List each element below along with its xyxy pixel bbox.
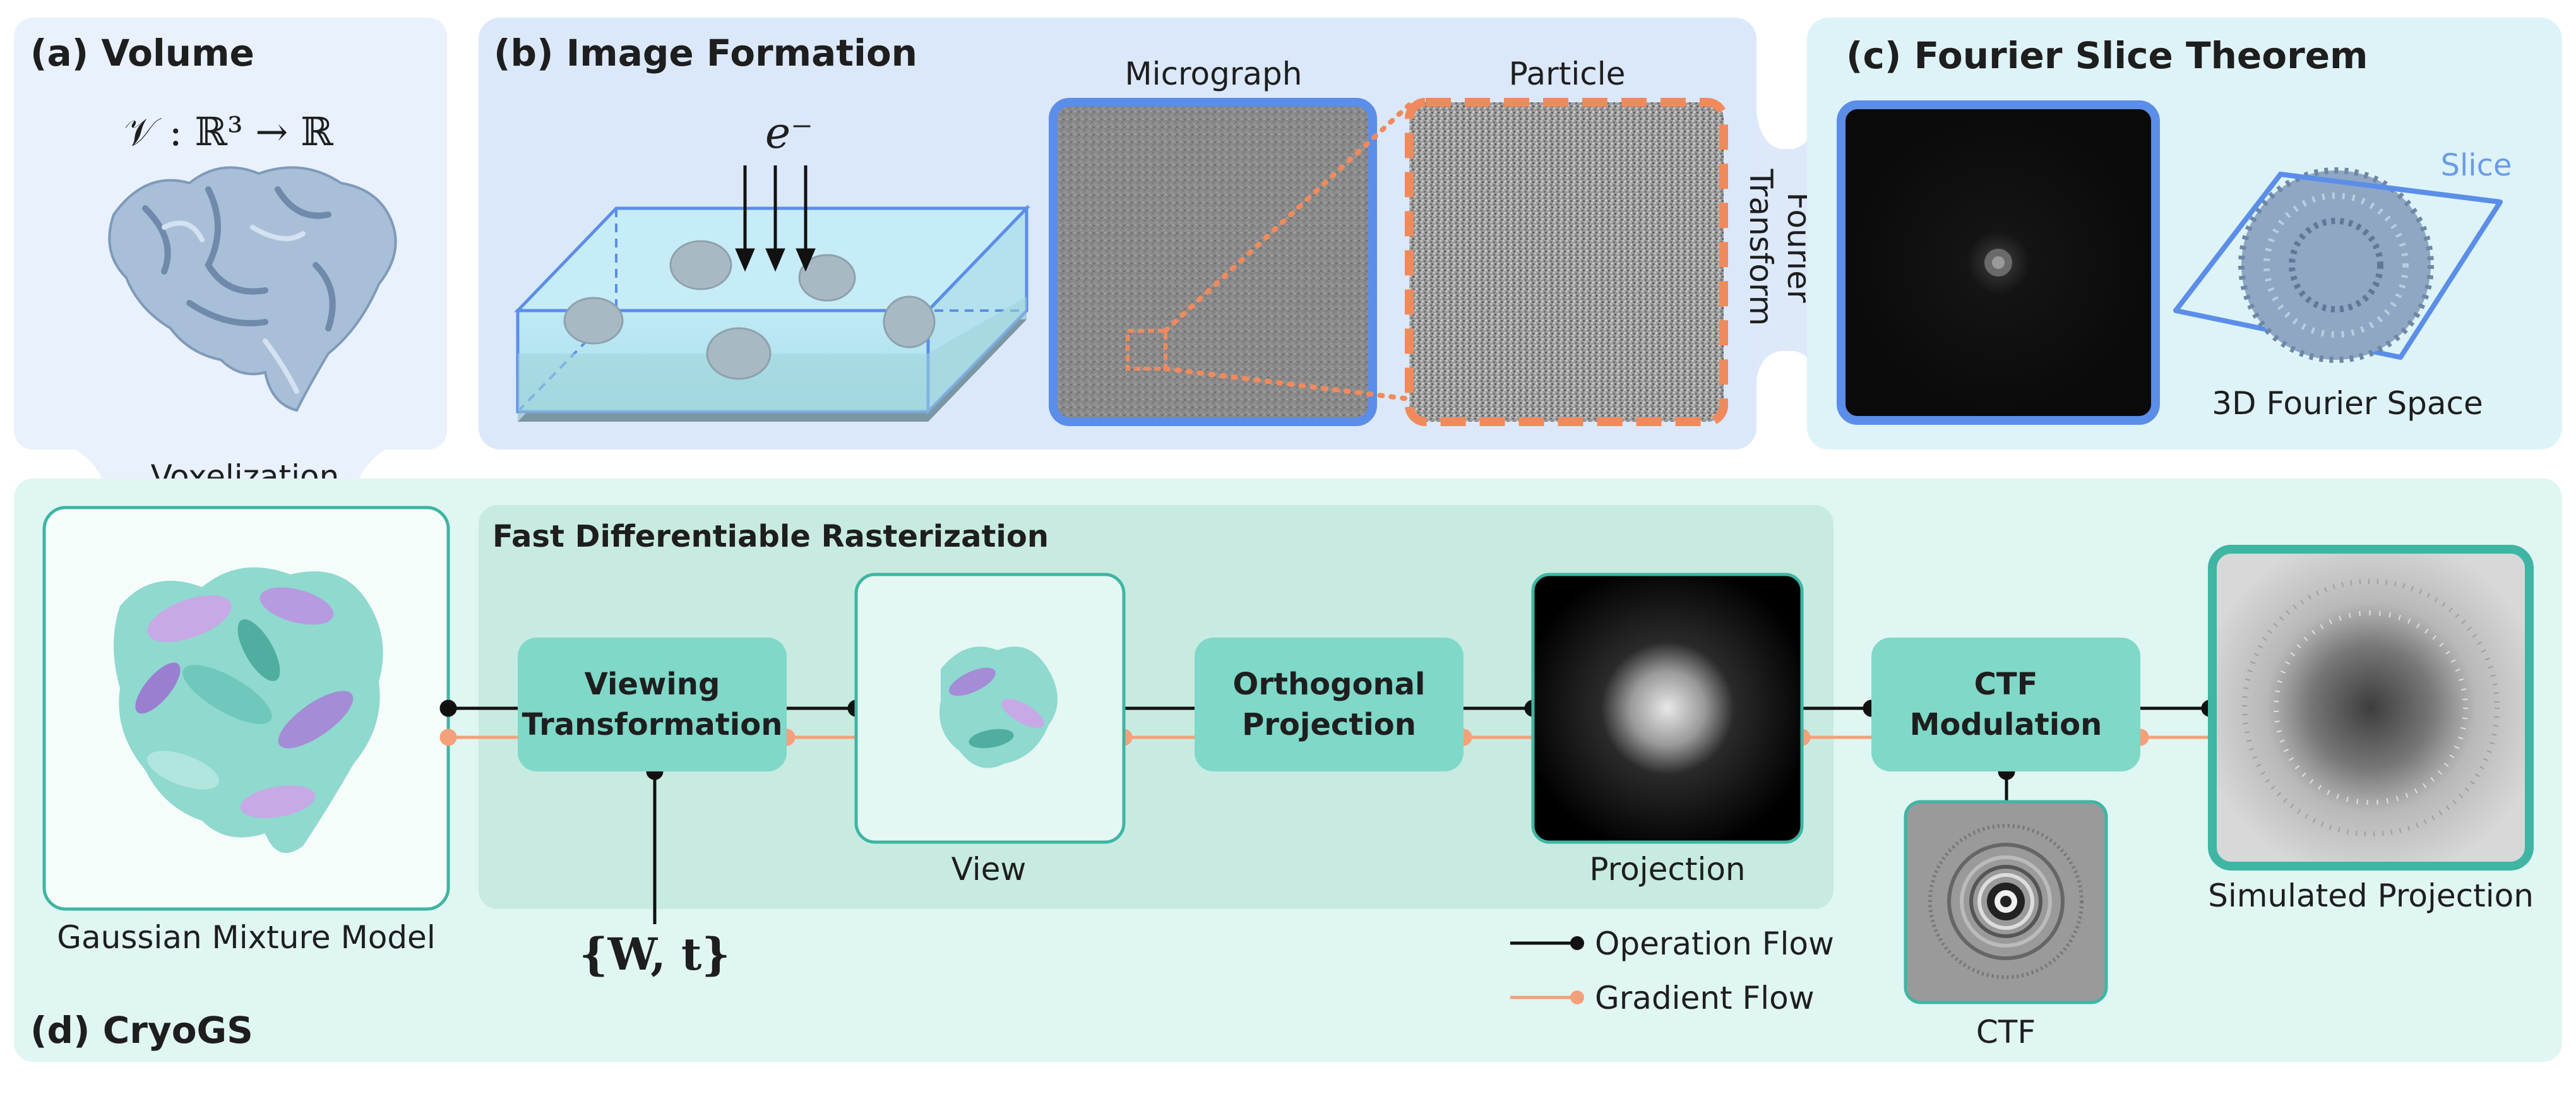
panel-a-volume: (a) Volume 𝒱 : ℝ³ → ℝ	[14, 18, 447, 449]
legend: Operation Flow Gradient Flow	[1510, 925, 1834, 1016]
pose-parameters: {W, t}	[580, 928, 730, 980]
particle-image	[1405, 98, 1728, 426]
simulated-projection-label: Simulated Projection	[2208, 877, 2534, 914]
gmm-render	[114, 567, 383, 853]
projection-label: Projection	[1589, 851, 1745, 888]
fourier-transform-connector	[1756, 114, 1818, 379]
electron-beam-arrows	[735, 165, 816, 272]
ortho-label-1: Orthogonal	[1233, 667, 1426, 702]
slice-label: Slice	[2440, 148, 2512, 183]
volume-formula: 𝒱 : ℝ³ → ℝ	[124, 109, 333, 155]
particle-label: Particle	[1509, 56, 1626, 92]
fourier-space-label: 3D Fourier Space	[2212, 385, 2483, 422]
micrograph-label: Micrograph	[1125, 56, 1303, 92]
ctf-image	[1904, 800, 2108, 1004]
panel-c-fourier-slice: (c) Fourier Slice Theorem Slice 3D Fouri…	[1807, 18, 2562, 449]
viewing-label-2: Transformation	[522, 707, 783, 742]
gmm-label: Gaussian Mixture Model	[57, 919, 435, 956]
ctf-label: CTF	[1976, 1014, 2036, 1050]
fourier-transform-label-2: Transform	[1743, 169, 1779, 326]
fourier-space-render	[2173, 167, 2503, 363]
projection-image	[1531, 573, 1804, 844]
viewing-label-1: Viewing	[585, 667, 720, 702]
micrograph-image	[1049, 98, 1377, 426]
sample-box	[514, 204, 1030, 422]
view-render	[939, 646, 1058, 768]
legend-operation-flow: Operation Flow	[1595, 925, 1834, 962]
panel-d-cryogs: (d) CryoGS Gaussian Mixture Model Fast D…	[14, 479, 2562, 1062]
viewing-transformation-box	[518, 638, 787, 771]
volume-render	[108, 166, 397, 412]
rasterization-title: Fast Differentiable Rasterization	[492, 519, 1049, 554]
ctf-label-2: Modulation	[1910, 707, 2102, 742]
panel-d-title: (d) CryoGS	[30, 1009, 253, 1052]
simulated-projection-image	[2208, 545, 2534, 871]
orthogonal-projection-box	[1195, 638, 1464, 771]
ortho-label-2: Projection	[1242, 707, 1416, 742]
ctf-modulation-box	[1871, 638, 2140, 771]
micrograph-crop-box	[1126, 329, 1167, 371]
view-label: View	[951, 851, 1027, 888]
panel-a-title: (a) Volume	[30, 32, 254, 74]
legend-gradient-flow: Gradient Flow	[1595, 980, 1815, 1016]
electron-symbol: e⁻	[765, 109, 813, 158]
panel-b-title: (b) Image Formation	[494, 32, 917, 74]
ctf-label-1: CTF	[1974, 667, 2038, 702]
panel-b-image-formation: (b) Image Formation e⁻ Micrograph	[479, 18, 1756, 449]
panel-c-title: (c) Fourier Slice Theorem	[1846, 34, 2368, 77]
